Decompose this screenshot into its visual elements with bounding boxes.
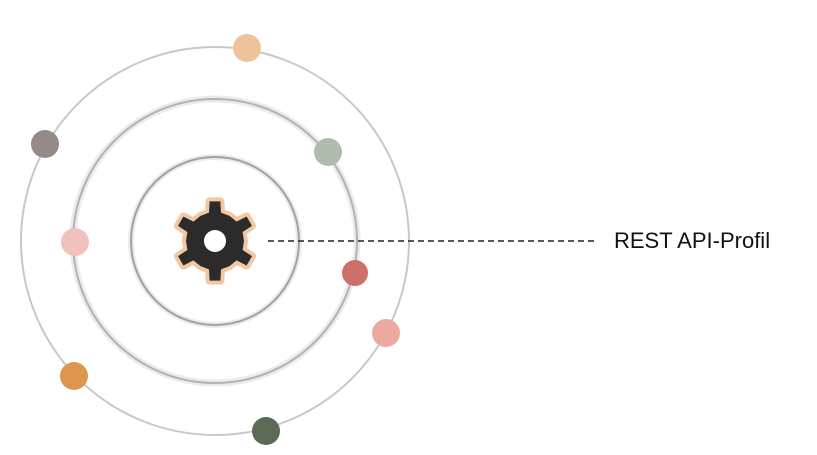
node-forest: [252, 417, 280, 445]
callout-label: REST API-Profil: [614, 228, 771, 253]
node-salmon: [372, 319, 400, 347]
node-taupe: [31, 130, 59, 158]
node-amber: [60, 362, 88, 390]
gear-hole: [204, 230, 226, 252]
node-brick: [342, 260, 368, 286]
node-blush: [61, 228, 89, 256]
node-peach: [233, 34, 261, 62]
gear-icon: [174, 197, 256, 285]
node-sage: [314, 138, 342, 166]
